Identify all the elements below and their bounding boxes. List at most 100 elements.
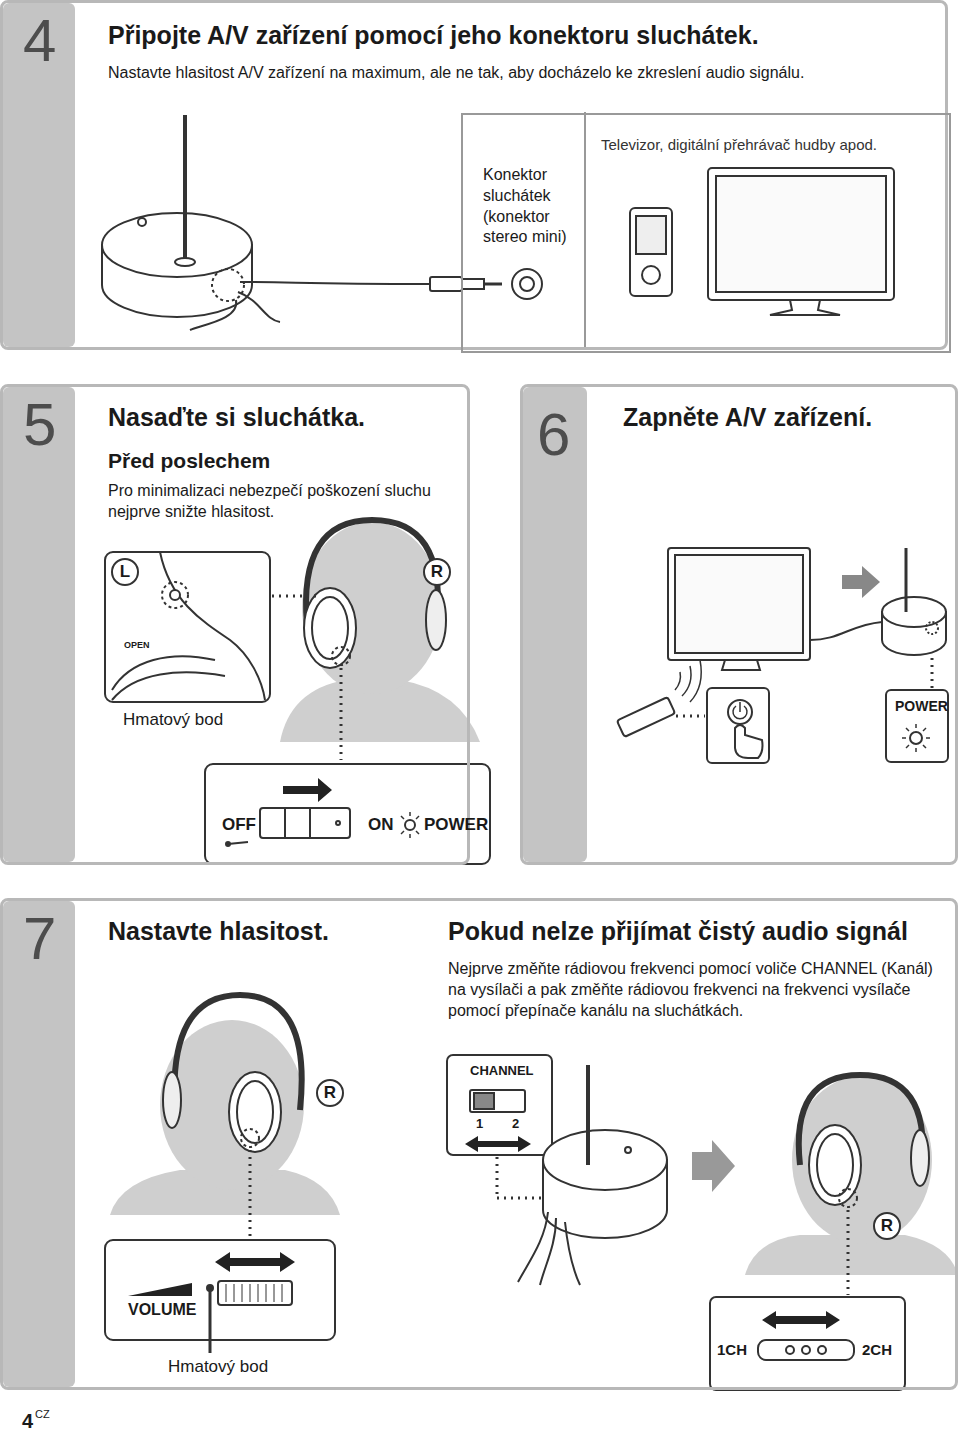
illustration-part — [215, 1252, 295, 1272]
illustration-part — [470, 1090, 525, 1112]
illustration-part — [882, 597, 946, 627]
illustration-part — [520, 277, 534, 291]
illustration-part — [409, 834, 411, 838]
illustration-part — [770, 300, 840, 315]
illustration-part — [170, 590, 180, 600]
illustration-part — [733, 702, 747, 719]
illustration-part — [226, 1284, 227, 1302]
troubleshoot-heading: Pokud nelze přijímat čistý audio signál — [448, 915, 953, 948]
illustration-part — [128, 1283, 192, 1296]
step-heading: Nastavte hlasitost. — [108, 915, 428, 948]
illustration-part — [3, 387, 75, 862]
illustration-part — [207, 1285, 213, 1291]
side-mark: R — [324, 1083, 336, 1103]
step-number: 4 — [23, 11, 73, 71]
control-label: CHANNEL — [470, 1064, 534, 1079]
step-heading: Nasaďte si sluchátka. — [108, 401, 463, 434]
step-number: 6 — [537, 405, 587, 465]
illustration-part — [716, 176, 886, 292]
illustration-part — [817, 1134, 853, 1196]
illustration-part — [735, 725, 763, 758]
illustration-part — [484, 283, 502, 286]
illustration-part — [692, 1140, 735, 1192]
illustration-part — [238, 292, 280, 322]
indicator-label: POWER — [895, 698, 948, 714]
illustration-part — [304, 588, 356, 668]
step-panel: 4Připojte A/V zařízení pomocí jeho konek… — [0, 0, 948, 350]
page-number: 4 — [22, 1410, 33, 1433]
illustration-part — [810, 622, 882, 640]
illustration-part — [405, 820, 415, 830]
side-mark: L — [120, 562, 130, 582]
part-label: Hmatový bod — [123, 710, 223, 730]
illustration-part — [401, 816, 404, 819]
illustration-part — [722, 660, 760, 670]
illustration-part — [409, 812, 411, 816]
illustration-part — [447, 1055, 552, 1155]
caution-text: Pro minimalizaci nebezpečí poškození slu… — [108, 481, 463, 523]
channel-number: 1 — [476, 1117, 483, 1132]
illustration-part — [512, 269, 542, 299]
illustration-part — [758, 1340, 854, 1360]
illustration-part — [426, 590, 446, 650]
illustration-part — [212, 269, 244, 301]
illustration-part — [842, 566, 880, 598]
illustration-part — [675, 660, 701, 702]
illustration-part — [462, 279, 484, 289]
illustration-part — [792, 1076, 932, 1244]
illustration-part — [163, 1072, 181, 1128]
illustration-part — [931, 658, 934, 688]
illustration-part — [260, 808, 350, 838]
illustration-part — [910, 732, 922, 744]
illustration-part — [228, 842, 248, 844]
illustration-part — [138, 218, 146, 226]
illustration-part — [911, 1130, 929, 1186]
illustration-part — [518, 1212, 580, 1285]
illustration-part — [906, 728, 909, 731]
illustration-part — [401, 812, 419, 838]
illustration-part — [317, 1080, 343, 1106]
illustration-part — [874, 1213, 900, 1239]
illustration-part — [234, 1284, 235, 1302]
illustration-part — [240, 282, 430, 284]
illustration-part — [926, 622, 938, 634]
illustration-part — [160, 552, 265, 700]
part-label: OPEN — [124, 640, 150, 650]
control-label: VOLUME — [128, 1301, 196, 1319]
illustration-part — [676, 715, 705, 718]
illustration-part — [636, 216, 666, 254]
illustration-part — [209, 1291, 212, 1353]
illustration-part — [3, 901, 75, 1387]
illustration-part — [258, 1284, 259, 1302]
illustration-part — [786, 1346, 794, 1354]
illustration-part — [586, 1065, 590, 1165]
illustration-part — [926, 737, 930, 739]
illustration-part — [229, 1072, 281, 1152]
switch-label: OFF — [222, 815, 256, 835]
step-strips — [3, 3, 587, 1387]
illustration-part — [496, 1157, 499, 1198]
caution-heading: Před poslechem — [108, 447, 463, 474]
illustration-part — [710, 1297, 905, 1390]
illustration-part — [818, 1346, 826, 1354]
illustration-part — [190, 300, 236, 330]
step-panel: 6Zapněte A/V zařízení. — [520, 384, 958, 865]
channel-number: 2 — [512, 1117, 519, 1132]
step-number: 7 — [23, 909, 73, 969]
illustration-part — [312, 597, 348, 659]
illustration-part — [668, 548, 810, 660]
illustration-part — [847, 1210, 850, 1295]
illustration-part — [205, 764, 490, 864]
channel-label: 2CH — [862, 1341, 892, 1358]
illustration-part — [112, 672, 225, 700]
illustration-part — [105, 1240, 335, 1340]
illustration-part — [809, 1125, 861, 1205]
illustration-part — [630, 208, 672, 296]
illustration-part — [242, 1284, 243, 1302]
illustration-part — [266, 1284, 267, 1302]
side-mark: R — [881, 1216, 893, 1236]
illustration-part — [424, 559, 450, 585]
illustration-part — [617, 697, 675, 737]
illustration-part — [923, 745, 926, 748]
